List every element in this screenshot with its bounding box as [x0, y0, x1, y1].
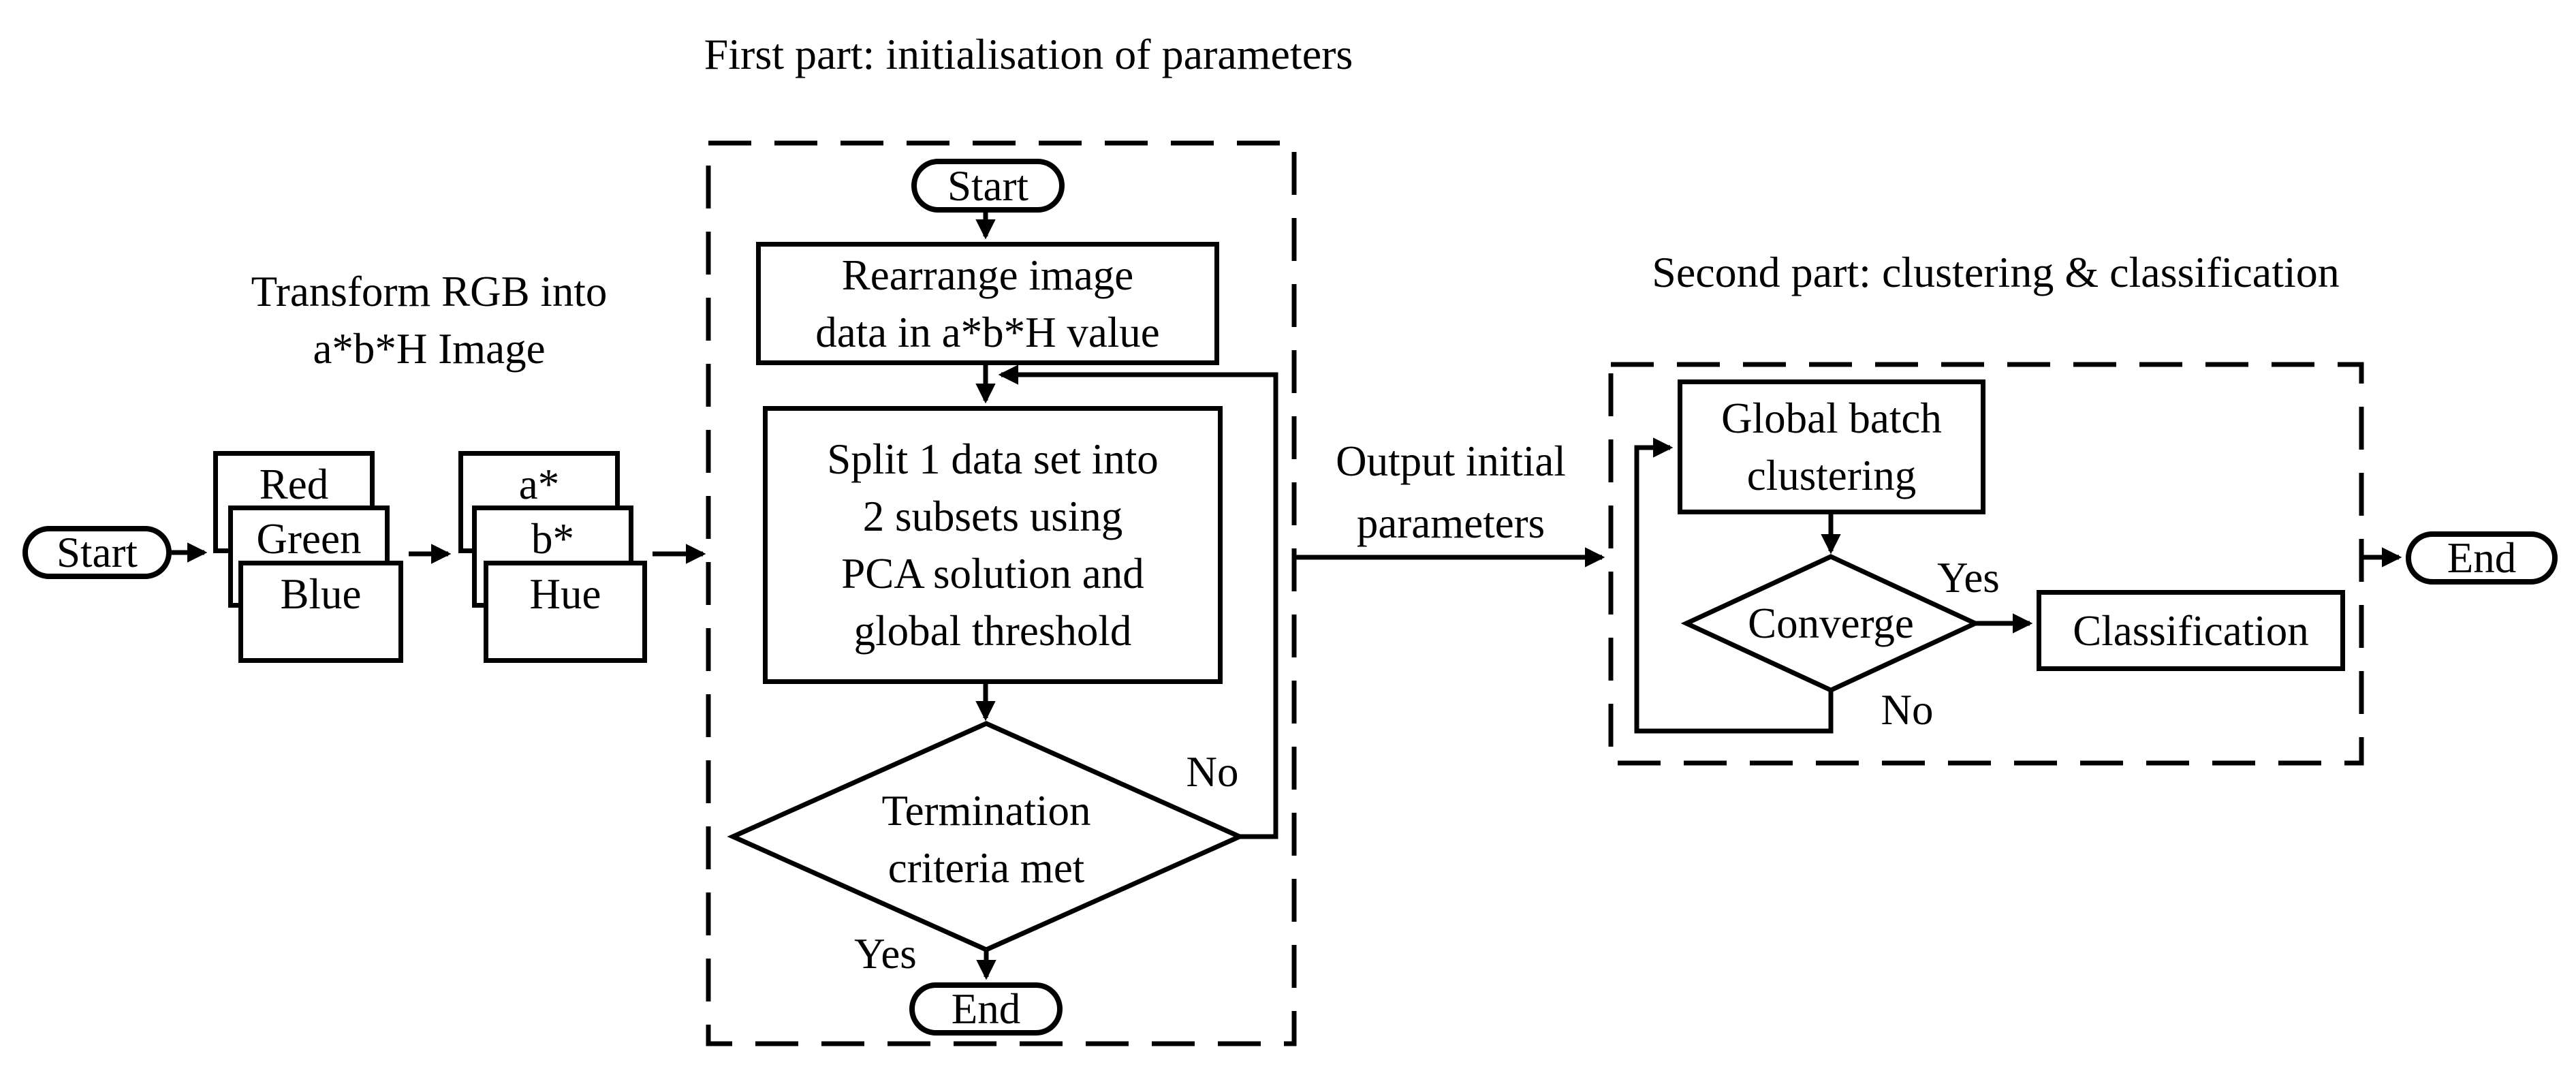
split-line3: PCA solution and [841, 550, 1144, 597]
blue-channel-card: Blue [238, 561, 403, 663]
split-line2: 2 subsets using [862, 493, 1123, 540]
end-terminal-part1: End [909, 982, 1063, 1036]
part2-dashed-border [1608, 362, 2364, 766]
termination-diamond-text: Termination criteria met [782, 782, 1191, 897]
part1-dashed-border [706, 140, 1297, 1046]
b-star-label: b* [531, 515, 574, 563]
rearrange-process-box: Rearrange image data in a*b*H value [756, 242, 1219, 365]
part1-title: First part: initialisation of parameters [704, 30, 1353, 78]
hue-card: Hue [484, 561, 647, 663]
global-line2: clustering [1746, 452, 1917, 499]
global-line1: Global batch [1721, 394, 1942, 442]
start-terminal-part1: Start [911, 159, 1065, 213]
output-label-line2: parameters [1356, 499, 1545, 547]
green-channel-label: Green [256, 515, 362, 563]
yes-branch-label-part2: Yes [1937, 554, 2000, 602]
split-line1: Split 1 data set into [827, 435, 1159, 483]
end-terminal-right: End [2406, 531, 2558, 585]
end-terminal-right-label: End [2447, 534, 2517, 582]
blue-channel-label: Blue [280, 570, 362, 618]
termination-line1: Termination [881, 787, 1091, 835]
split-line4: global threshold [853, 607, 1132, 655]
termination-line2: criteria met [888, 844, 1085, 892]
rearrange-line2: data in a*b*H value [815, 308, 1160, 356]
yes-branch-label-part1: Yes [854, 930, 917, 978]
a-star-label: a* [518, 461, 560, 508]
no-branch-label-part2: No [1881, 686, 1934, 734]
part2-title: Second part: clustering & classification [1652, 248, 2340, 296]
global-batch-clustering-box: Global batch clustering [1678, 379, 1985, 514]
start-terminal-left-label: Start [57, 529, 138, 576]
start-terminal-part1-label: Start [947, 161, 1028, 210]
end-terminal-part1-label: End [951, 985, 1021, 1033]
converge-diamond [1680, 554, 1981, 693]
classification-label: Classification [2073, 606, 2309, 655]
feedback-no-loop-part2 [1634, 437, 1834, 734]
converge-diamond-text: Converge [1748, 600, 1914, 647]
no-branch-label-part1: No [1186, 748, 1239, 796]
transform-label-line1: Transform RGB into [251, 268, 608, 315]
feedback-no-loop-part1 [998, 364, 1278, 839]
transform-label-line2: a*b*H Image [313, 325, 546, 373]
classification-box: Classification [2037, 590, 2345, 671]
start-terminal-left: Start [22, 526, 172, 579]
rearrange-line1: Rearrange image [841, 251, 1134, 299]
split-process-box: Split 1 data set into 2 subsets using PC… [763, 406, 1223, 684]
hue-label: Hue [529, 570, 601, 618]
red-channel-label: Red [259, 461, 329, 508]
output-label-line1: Output initial [1336, 437, 1566, 485]
